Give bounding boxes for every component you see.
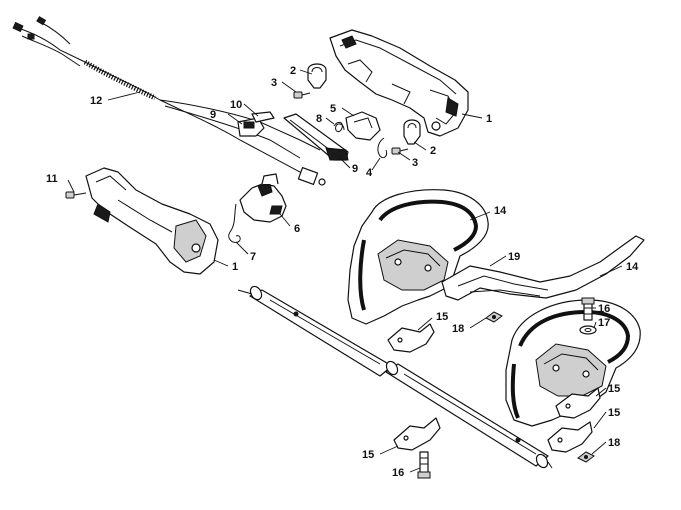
clamp-plate-d <box>547 421 593 453</box>
leader-lines <box>67 69 623 473</box>
square-nut-upper <box>485 311 503 323</box>
clamp-lower <box>403 119 421 145</box>
callout-15-b: 15 <box>362 449 374 461</box>
torsion-spring <box>333 121 345 133</box>
loop-handle-lower <box>505 299 641 427</box>
callout-1-upper: 1 <box>486 113 492 125</box>
trigger-interlock <box>345 111 381 141</box>
washer <box>579 325 597 335</box>
handle-screw <box>65 191 87 199</box>
clamp-plate-c <box>555 387 601 419</box>
clamp-plate-a <box>387 323 435 353</box>
callout-12: 11 <box>46 173 58 185</box>
callout-2-upper: 2 <box>290 65 296 77</box>
bolt-lower <box>417 451 431 479</box>
throttle-cable-harness <box>12 16 326 186</box>
callout-18-upper: 18 <box>452 323 464 335</box>
drive-tube-lower <box>385 360 553 469</box>
clamp-upper <box>307 63 327 89</box>
callout-15-a: 15 <box>436 311 448 323</box>
callout-14-upper: 14 <box>494 205 507 217</box>
spring-clip <box>377 137 387 159</box>
callout-1-lower: 1 <box>232 261 238 273</box>
callout-11: 10 <box>230 99 242 111</box>
callout-9: 8 <box>316 113 322 125</box>
handle-housing-top <box>329 29 469 137</box>
callout-6: 6 <box>294 223 300 235</box>
clamp-plate-b <box>393 417 441 451</box>
callout-5: 5 <box>330 103 336 115</box>
callout-8: 9 <box>352 163 358 175</box>
callout-4: 4 <box>366 167 373 179</box>
callout-19: 19 <box>508 251 520 263</box>
throttle-lever <box>239 173 287 223</box>
callout-10: 9 <box>210 109 216 121</box>
callout-15-d: 15 <box>608 407 620 419</box>
bolt-upper <box>581 297 595 321</box>
callout-2-lower: 2 <box>430 145 436 157</box>
square-nut-lower <box>577 451 595 463</box>
callout-13: 12 <box>90 95 102 107</box>
callout-16-upper: 16 <box>598 303 610 315</box>
callout-16-lower: 16 <box>392 467 404 479</box>
loop-handle-upper <box>347 189 489 325</box>
callout-3-lower: 3 <box>412 157 418 169</box>
callout-7: 7 <box>250 251 256 263</box>
callout-3-upper: 3 <box>271 77 277 89</box>
control-handle <box>85 167 219 275</box>
barrier-bar <box>441 235 645 301</box>
callout-labels: 12 2 3 10 9 5 8 1 2 3 4 9 11 6 7 1 14 19… <box>46 65 639 479</box>
throttle-trigger <box>283 113 349 161</box>
contact-spring <box>251 111 275 123</box>
callout-18-lower: 18 <box>608 437 620 449</box>
callout-17: 17 <box>598 317 610 329</box>
screw-upper <box>293 91 311 99</box>
return-spring <box>228 203 241 243</box>
callout-15-c: 15 <box>608 383 620 395</box>
callout-14-lower: 14 <box>626 261 639 273</box>
